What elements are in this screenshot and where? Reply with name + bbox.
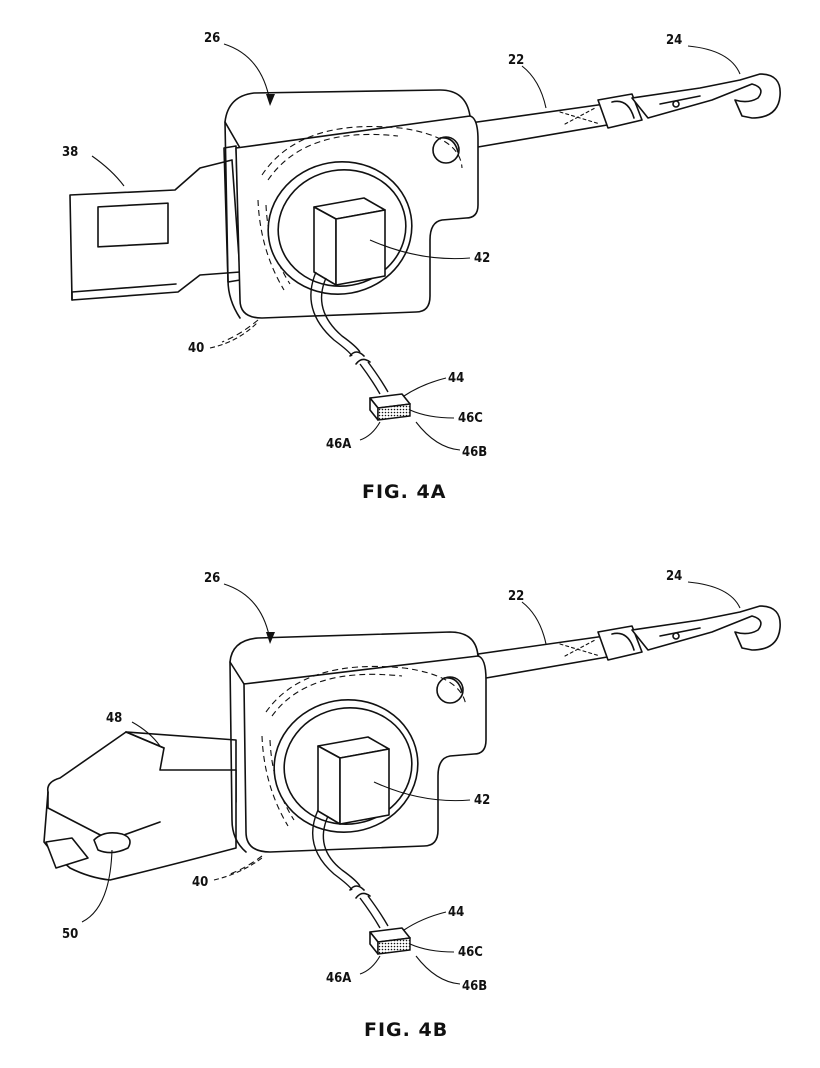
caption-fig-4b: FIG. 4B xyxy=(364,1019,448,1041)
label-46a: 46A xyxy=(326,437,351,452)
label-26-b: 26 xyxy=(204,571,220,586)
clip-48 xyxy=(43,731,237,881)
connector-44-b xyxy=(369,927,411,955)
wire-4b xyxy=(311,809,389,929)
tongue-38 xyxy=(69,145,241,301)
figure-4b: 26 22 24 48 42 40 50 44 46C 46B 46A FIG.… xyxy=(43,569,781,1041)
label-46a-b: 46A xyxy=(326,971,351,986)
leaders-4a xyxy=(91,43,741,451)
label-44-b: 44 xyxy=(448,905,464,920)
strap-22 xyxy=(469,93,643,148)
wire-4a xyxy=(310,271,389,395)
label-46c: 46C xyxy=(458,411,483,426)
label-44: 44 xyxy=(448,371,464,386)
label-48: 48 xyxy=(106,711,122,726)
sensor-42 xyxy=(313,197,386,286)
label-46c-b: 46C xyxy=(458,945,483,960)
label-42: 42 xyxy=(474,251,490,266)
label-46b-b: 46B xyxy=(462,979,487,994)
figure-4a: 26 22 24 38 42 40 44 46C 46B 46A FIG. 4A xyxy=(62,31,781,503)
label-22: 22 xyxy=(508,53,524,68)
label-26: 26 xyxy=(204,31,220,46)
sensor-42-b xyxy=(317,736,390,825)
label-46b: 46B xyxy=(462,445,487,460)
caption-fig-4a: FIG. 4A xyxy=(362,481,446,503)
label-24-b: 24 xyxy=(666,569,682,584)
connector-44 xyxy=(369,393,411,421)
label-24: 24 xyxy=(666,33,682,48)
leaders-4b xyxy=(81,581,741,985)
hook-24 xyxy=(631,73,781,119)
label-42-b: 42 xyxy=(474,793,490,808)
label-22-b: 22 xyxy=(508,589,524,604)
label-40-b: 40 xyxy=(192,875,208,890)
label-40: 40 xyxy=(188,341,204,356)
hook-24-b xyxy=(631,605,781,651)
label-50: 50 xyxy=(62,927,78,942)
label-38: 38 xyxy=(62,145,78,160)
strap-22-b xyxy=(477,625,643,679)
